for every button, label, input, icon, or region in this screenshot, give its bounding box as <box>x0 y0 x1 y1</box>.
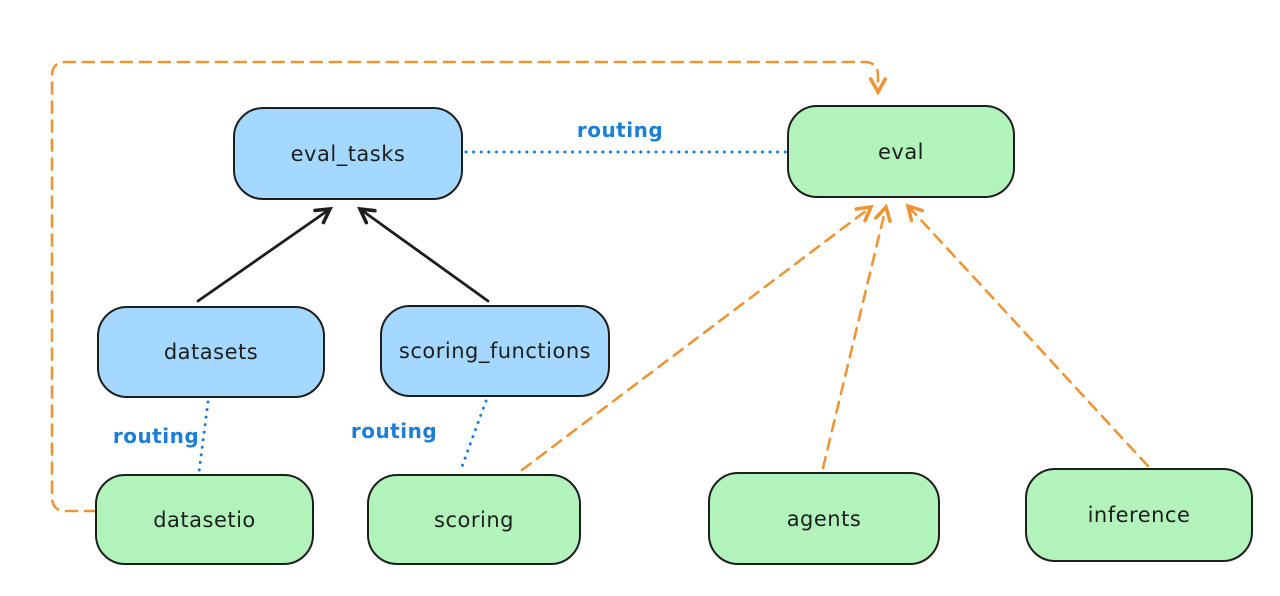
edge-inference-to-eval <box>908 206 1150 468</box>
routing-label-datasets-datasetio: routing <box>112 424 200 448</box>
edge-scoring-functions-to-eval-tasks <box>360 209 490 303</box>
edge-agents-to-eval <box>821 207 886 470</box>
node-datasets: datasets <box>97 306 325 398</box>
node-eval-tasks-label: eval_tasks <box>290 141 406 166</box>
node-datasets-label: datasets <box>163 340 259 364</box>
edge-datasets-to-datasetio-routing <box>197 400 210 474</box>
node-agents: agents <box>708 472 940 565</box>
edge-datasetio-to-eval <box>50 60 878 513</box>
node-agents-label: agents <box>786 506 862 531</box>
edge-scoring-functions-to-scoring-routing <box>458 399 488 474</box>
routing-label-eval-tasks-eval: routing <box>576 118 664 142</box>
node-eval-label: eval <box>877 139 925 164</box>
node-scoring-functions-label: scoring_functions <box>398 339 592 363</box>
node-eval-tasks: eval_tasks <box>233 107 463 200</box>
node-datasetio-label: datasetio <box>153 507 256 532</box>
node-datasetio: datasetio <box>95 474 314 565</box>
node-inference-label: inference <box>1087 503 1191 527</box>
edge-scoring-to-eval <box>520 207 871 472</box>
node-scoring-label: scoring <box>434 507 514 532</box>
node-scoring-functions: scoring_functions <box>380 305 610 397</box>
routing-label-scoring-functions-scoring: routing <box>350 419 438 443</box>
node-inference: inference <box>1025 468 1253 562</box>
node-eval: eval <box>787 105 1015 198</box>
node-scoring: scoring <box>367 474 581 565</box>
edge-datasets-to-eval-tasks <box>196 209 330 303</box>
